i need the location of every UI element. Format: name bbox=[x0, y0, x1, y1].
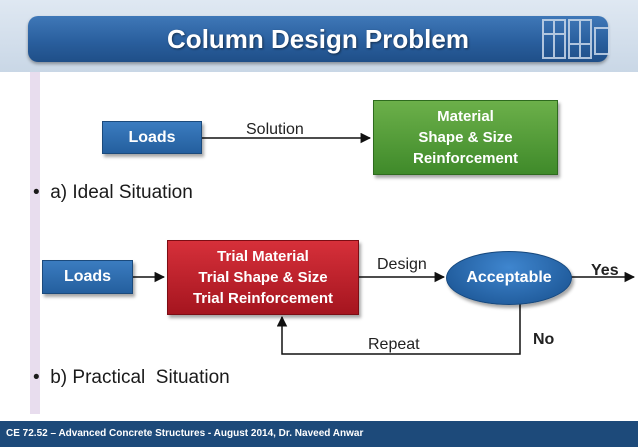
yes-label: Yes bbox=[591, 262, 619, 279]
result-line-1: Material bbox=[437, 108, 494, 125]
result-node: Material Shape & Size Reinforcement bbox=[373, 100, 558, 175]
loads-node-practical: Loads bbox=[42, 260, 133, 294]
no-label: No bbox=[533, 331, 555, 348]
loads-node-ideal-label: Loads bbox=[128, 128, 176, 146]
bullet-ideal: • a) Ideal Situation bbox=[33, 182, 193, 203]
trial-line-1: Trial Material bbox=[217, 248, 309, 265]
repeat-label: Repeat bbox=[368, 336, 420, 353]
loads-node-practical-label: Loads bbox=[63, 268, 112, 285]
design-label: Design bbox=[377, 256, 427, 273]
footer-text: CE 72.52 – Advanced Concrete Structures … bbox=[6, 428, 364, 439]
slide-title: Column Design Problem bbox=[167, 24, 469, 54]
trial-line-2: Trial Shape & Size bbox=[198, 269, 328, 286]
footer-bar bbox=[0, 421, 638, 447]
institution-logo-icon bbox=[542, 19, 610, 59]
loads-node-ideal: Loads bbox=[102, 121, 202, 154]
result-line-3: Reinforcement bbox=[412, 150, 519, 167]
acceptable-label: Acceptable bbox=[466, 269, 552, 286]
result-line-2: Shape & Size bbox=[418, 129, 513, 146]
solution-label: Solution bbox=[246, 121, 304, 138]
trial-line-3: Trial Reinforcement bbox=[192, 290, 334, 307]
bullet-ideal-text: a) Ideal Situation bbox=[50, 182, 193, 203]
acceptable-decision-node: Acceptable bbox=[446, 251, 572, 305]
bullet-practical: • b) Practical Situation bbox=[33, 367, 230, 388]
title-bar bbox=[28, 16, 608, 62]
trial-node: Trial Material Trial Shape & Size Trial … bbox=[167, 240, 359, 315]
left-rail bbox=[30, 72, 40, 414]
repeat-loop-arrow bbox=[276, 303, 521, 355]
bullet-practical-text: b) Practical Situation bbox=[50, 367, 230, 388]
